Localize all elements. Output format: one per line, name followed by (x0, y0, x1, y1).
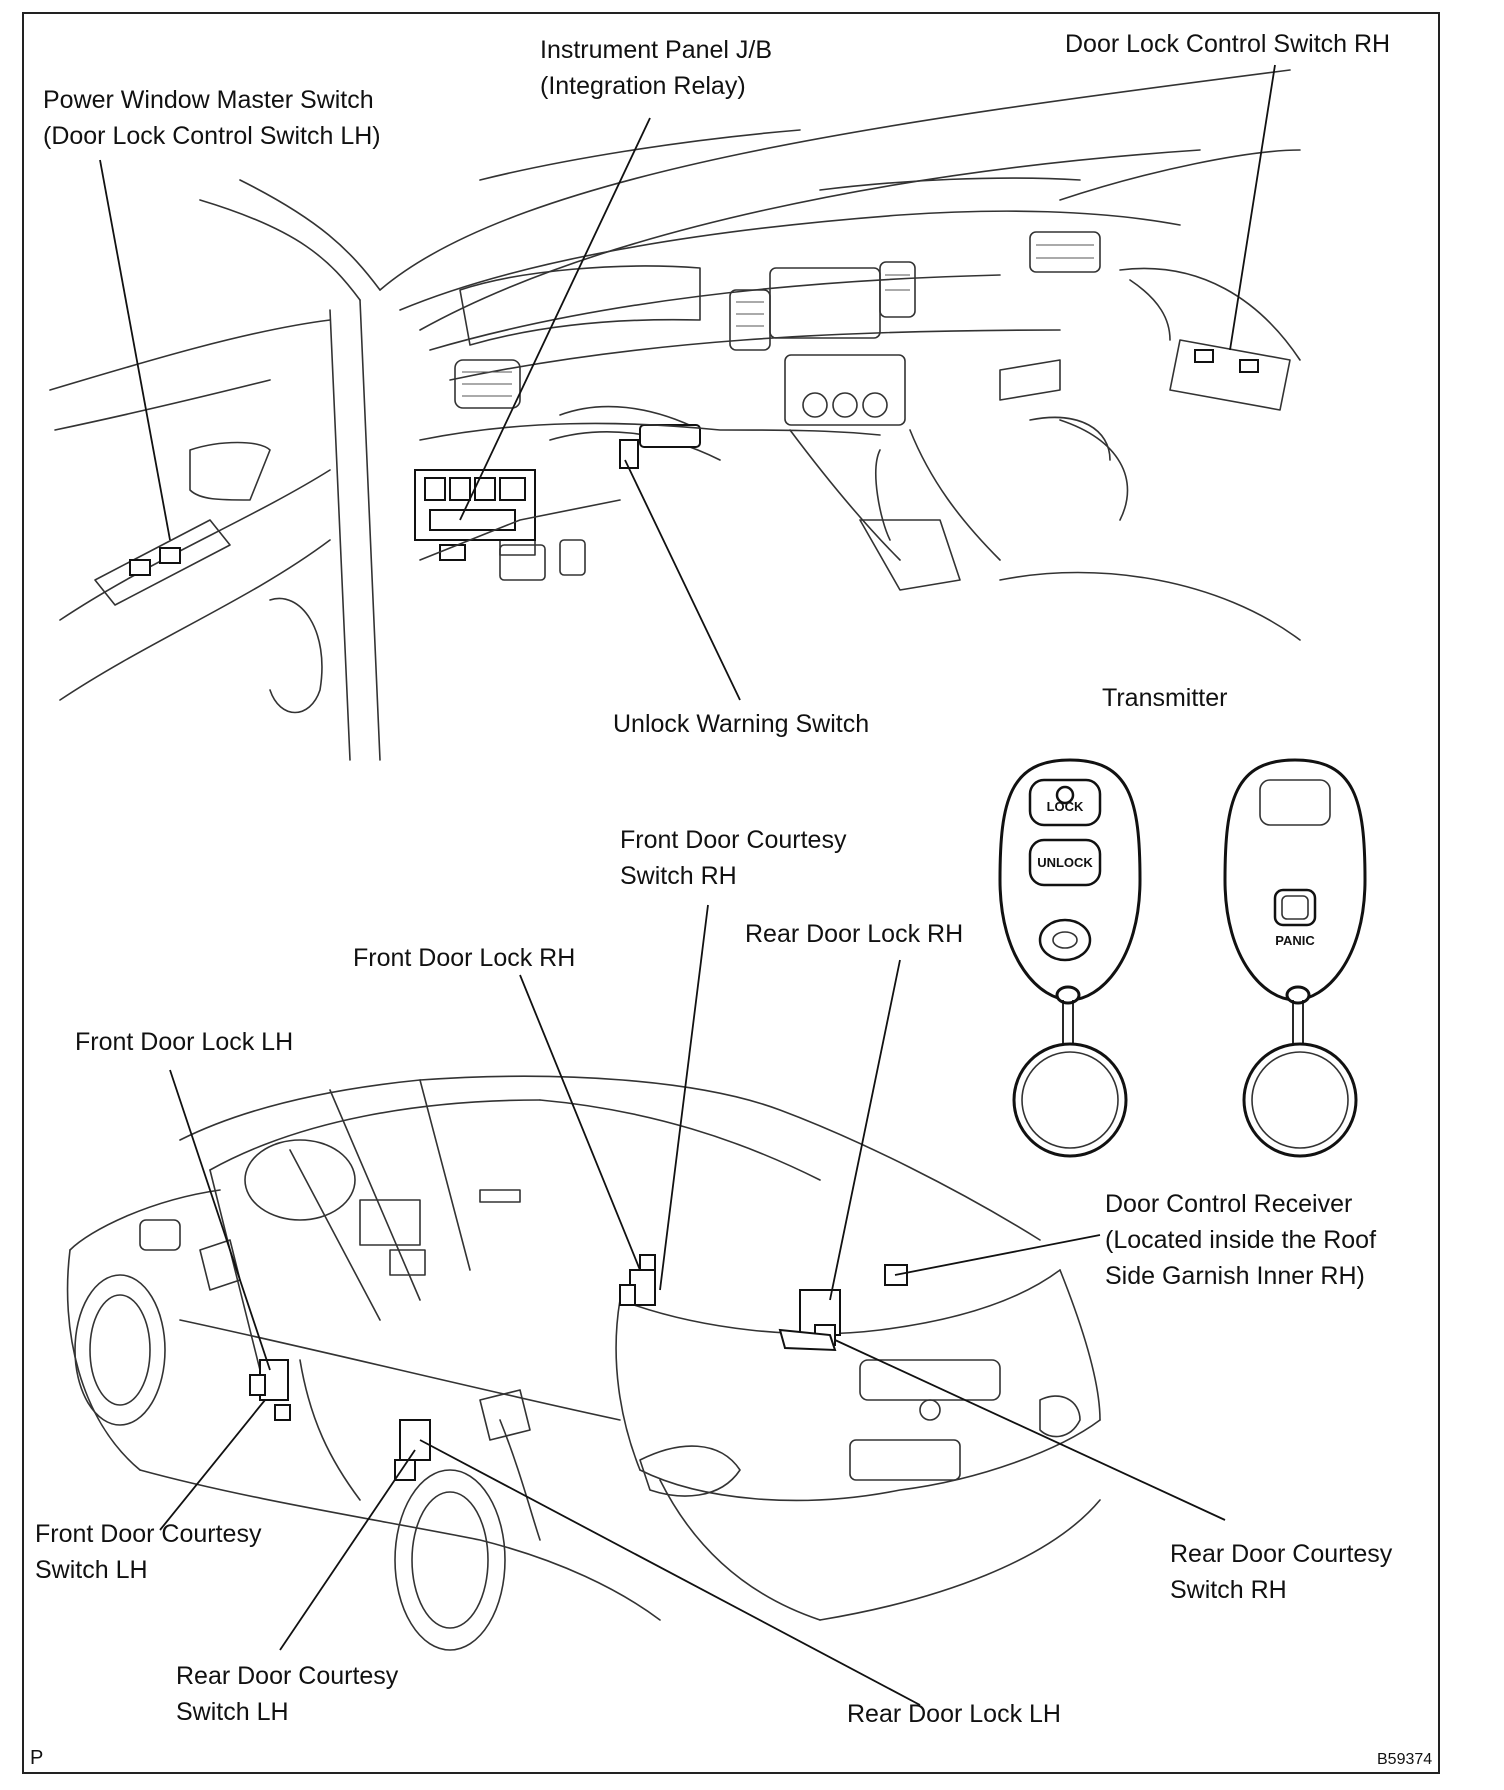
label-line: Front Door Lock LH (75, 1028, 294, 1056)
label-line: Rear Door Lock RH (745, 920, 964, 948)
label-line: Door Control Receiver (1105, 1190, 1353, 1218)
label-line: Front Door Courtesy (35, 1520, 262, 1548)
label-line: Side Garnish Inner RH) (1105, 1262, 1365, 1290)
label-line: Unlock Warning Switch (613, 710, 870, 738)
label-line: Door Lock Control Switch RH (1065, 30, 1391, 58)
label-front-door-courtesy-switch-rh: Front Door Courtesy Switch RH (620, 822, 846, 894)
label-door-lock-control-switch-rh: Door Lock Control Switch RH (1065, 26, 1390, 62)
lock-button-label: LOCK (1047, 799, 1084, 814)
label-instrument-panel-jb: Instrument Panel J/B (Integration Relay) (540, 32, 772, 104)
label-rear-door-lock-lh: Rear Door Lock LH (847, 1696, 1061, 1732)
label-line: (Located inside the Roof (1105, 1226, 1377, 1254)
label-line: Switch RH (1170, 1576, 1287, 1604)
label-door-control-receiver: Door Control Receiver (Located inside th… (1105, 1186, 1376, 1294)
label-line: Transmitter (1102, 684, 1228, 712)
label-line: Front Door Lock RH (353, 944, 576, 972)
label-line: Rear Door Courtesy (176, 1662, 399, 1690)
transmitter-illustration (998, 758, 1367, 1158)
label-front-door-lock-lh: Front Door Lock LH (75, 1024, 293, 1060)
label-line: Rear Door Lock LH (847, 1700, 1061, 1728)
label-line: Instrument Panel J/B (540, 36, 773, 64)
label-power-window-master-switch: Power Window Master Switch (Door Lock Co… (43, 82, 381, 154)
corner-letter: P (30, 1747, 44, 1769)
label-line: Switch LH (176, 1698, 289, 1726)
label-unlock-warning-switch: Unlock Warning Switch (613, 706, 869, 742)
label-line: Front Door Courtesy (620, 826, 847, 854)
label-line: Power Window Master Switch (43, 86, 374, 114)
label-front-door-courtesy-switch-lh: Front Door Courtesy Switch LH (35, 1516, 261, 1588)
label-rear-door-courtesy-switch-lh: Rear Door Courtesy Switch LH (176, 1658, 398, 1730)
label-transmitter: Transmitter (1102, 680, 1227, 716)
panic-button-label: PANIC (1275, 933, 1315, 948)
label-line: (Door Lock Control Switch LH) (43, 122, 381, 150)
leader-lines (99, 64, 1276, 1706)
label-line: Switch RH (620, 862, 737, 890)
dashboard-illustration (49, 69, 1301, 761)
figure-code: B59374 (1377, 1751, 1433, 1768)
label-rear-door-lock-rh: Rear Door Lock RH (745, 916, 963, 952)
label-front-door-lock-rh: Front Door Lock RH (353, 940, 575, 976)
unlock-button-label: UNLOCK (1037, 855, 1093, 870)
figure-frame (22, 12, 1440, 1774)
label-rear-door-courtesy-switch-rh: Rear Door Courtesy Switch RH (1170, 1536, 1392, 1608)
car-illustration (66, 1075, 1101, 1651)
label-line: (Integration Relay) (540, 72, 746, 100)
label-line: Switch LH (35, 1556, 148, 1584)
label-line: Rear Door Courtesy (1170, 1540, 1393, 1568)
